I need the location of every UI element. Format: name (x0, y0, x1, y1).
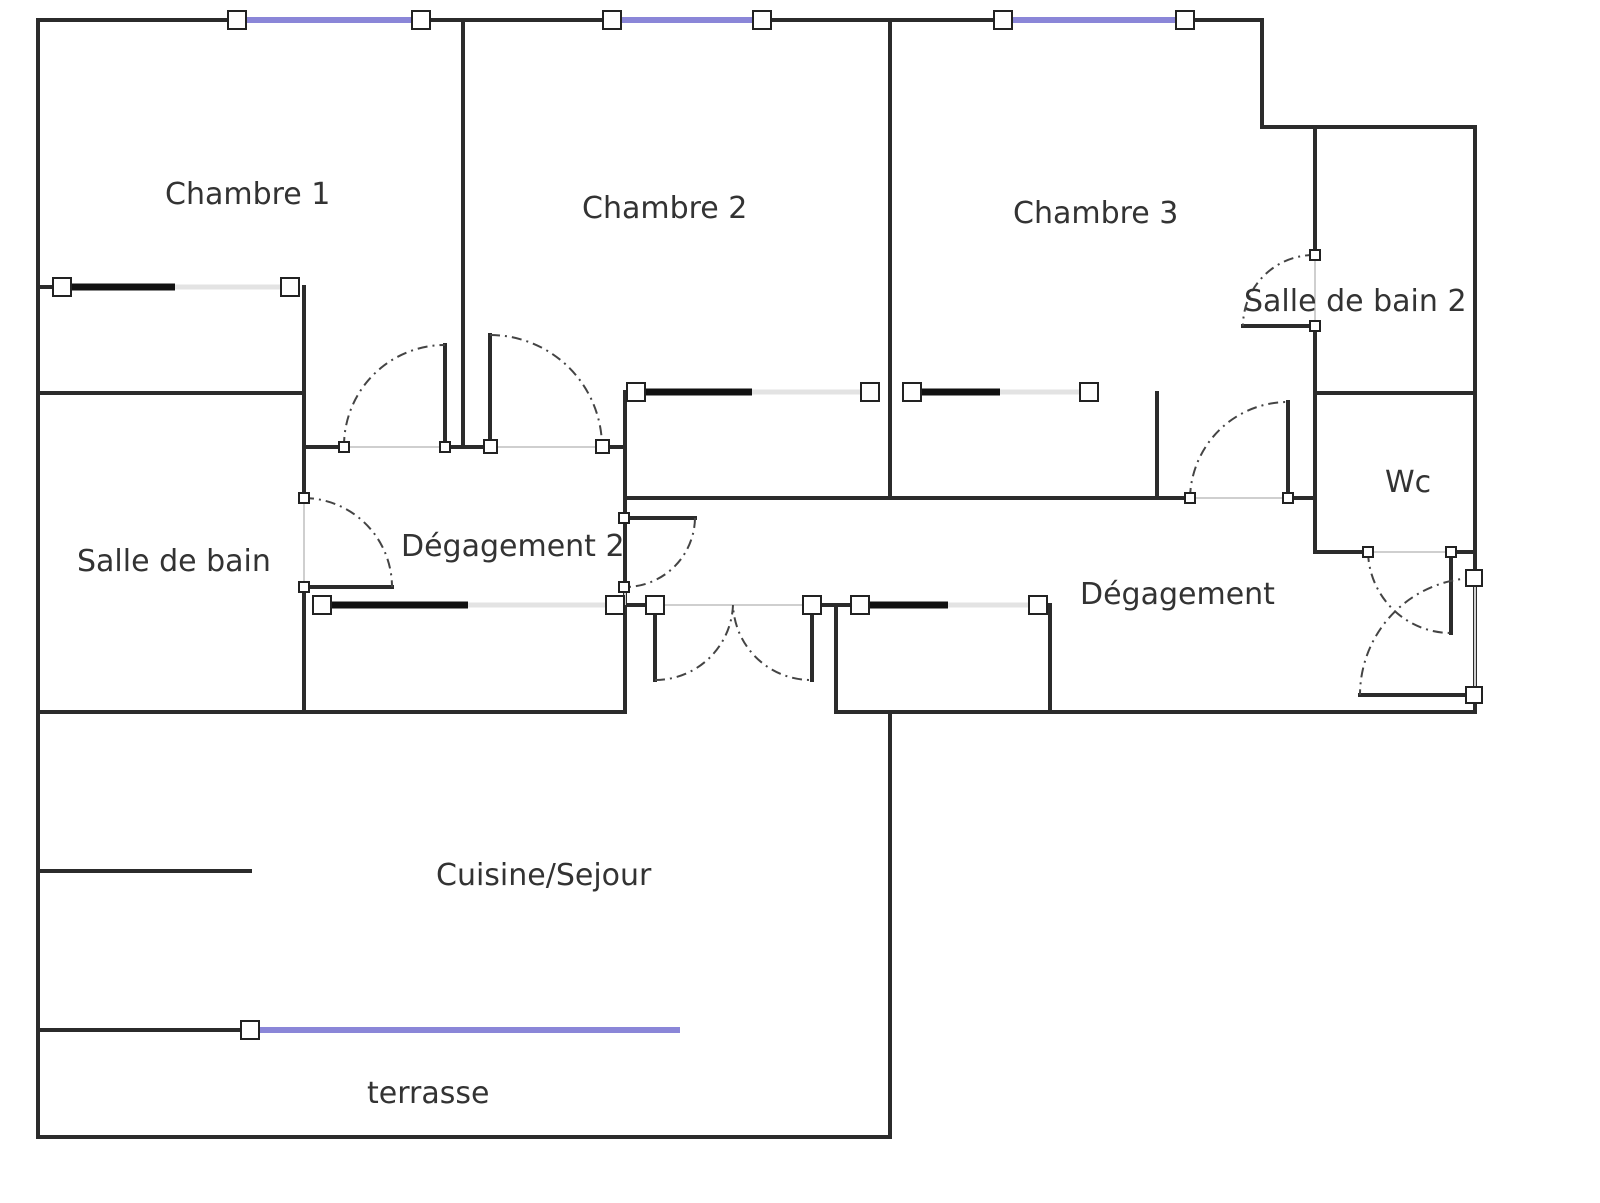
handles (52, 10, 1483, 1040)
room-label-salle-de-bain: Salle de bain (77, 544, 271, 579)
room-labels: Chambre 1 Chambre 2 Chambre 3 Salle de b… (77, 177, 1467, 1111)
room-label-terrasse: terrasse (367, 1076, 489, 1111)
room-label-chambre-1: Chambre 1 (165, 177, 330, 212)
walls (36, 18, 1477, 1139)
room-label-degagement: Dégagement (1080, 577, 1275, 612)
doors (303, 253, 1476, 696)
room-label-cuisine-sejour: Cuisine/Sejour (436, 858, 652, 893)
room-label-wc: Wc (1385, 465, 1431, 500)
room-label-chambre-3: Chambre 3 (1013, 196, 1178, 231)
windows (62, 17, 1185, 1033)
room-label-chambre-2: Chambre 2 (582, 191, 747, 226)
room-label-salle-de-bain-2: Salle de bain 2 (1244, 284, 1467, 319)
room-label-degagement-2: Dégagement 2 (401, 529, 625, 564)
